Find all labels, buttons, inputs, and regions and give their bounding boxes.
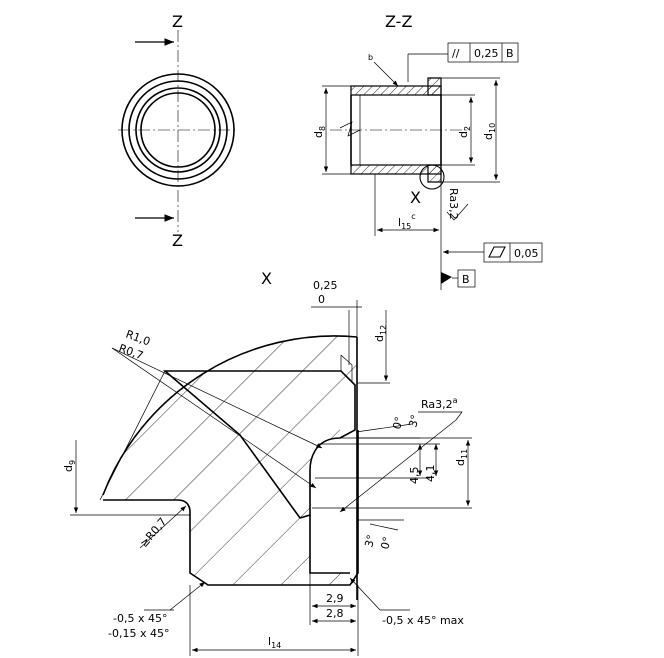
dim-d8: d8 — [312, 126, 327, 138]
roughness-detail: Ra3,2a — [421, 396, 458, 411]
dim-d2: d2 — [457, 126, 472, 138]
insert-outline — [162, 370, 356, 519]
detail-callout: X — [410, 188, 421, 207]
chamfer-left-1: -0,5 x 45° — [113, 612, 167, 625]
dim-29: 2,9 — [326, 592, 344, 605]
angle-0a: 0° — [390, 415, 406, 430]
angle-3a: 3° — [406, 413, 422, 428]
dim-41: 4,1 — [424, 465, 437, 483]
datum-triangle — [441, 272, 452, 284]
parallelism-symbol: // — [452, 47, 460, 60]
section-title: Z-Z — [385, 12, 412, 31]
section-view: Z-Z d8 d2 d10 b — [312, 12, 543, 290]
flatness-frame: 0,05 — [443, 242, 543, 263]
radius-min: ≥R0,7 — [137, 515, 169, 550]
dim-l14: l14 — [268, 635, 281, 650]
dim-l15: l15c — [398, 212, 416, 231]
chamfer-right: -0,5 x 45° max — [382, 614, 464, 627]
dim-d9: d9 — [62, 460, 77, 472]
flange-upper — [427, 77, 442, 96]
detail-circle — [419, 164, 445, 190]
chamfer-left-2: -0,15 x 45° — [108, 627, 169, 640]
front-view: Z Z — [118, 12, 238, 250]
detail-title: X — [261, 269, 272, 288]
roughness-section: Ra3,2 — [447, 188, 460, 220]
dim-45: 4,5 — [408, 467, 421, 485]
dim-d10: d10 — [482, 123, 497, 140]
flatness-symbol — [488, 246, 506, 258]
tol-top: 0,25 — [313, 279, 338, 292]
parallelism-datum: B — [506, 47, 514, 60]
dim-d12: d12 — [373, 325, 388, 342]
section-label-bottom: Z — [172, 231, 183, 250]
detail-view: X 0,25 0 d12 R1,0 R0,7 Ra3,2a 0° — [62, 269, 472, 656]
flange-lower — [427, 164, 442, 183]
section-label-top: Z — [172, 12, 183, 31]
dim-d11: d11 — [454, 449, 469, 466]
parallelism-tolerance: 0,25 — [474, 47, 499, 60]
datum-label: B — [462, 273, 470, 286]
tol-bottom: 0 — [318, 293, 325, 306]
note-b: b — [368, 53, 373, 62]
angle-3b: 3° — [362, 533, 378, 548]
angle-0b: 0° — [378, 535, 394, 550]
dim-28: 2,8 — [326, 607, 344, 620]
parallelism-frame: // 0,25 B — [407, 42, 519, 82]
flatness-tolerance: 0,05 — [514, 247, 539, 260]
break-line — [339, 121, 361, 137]
